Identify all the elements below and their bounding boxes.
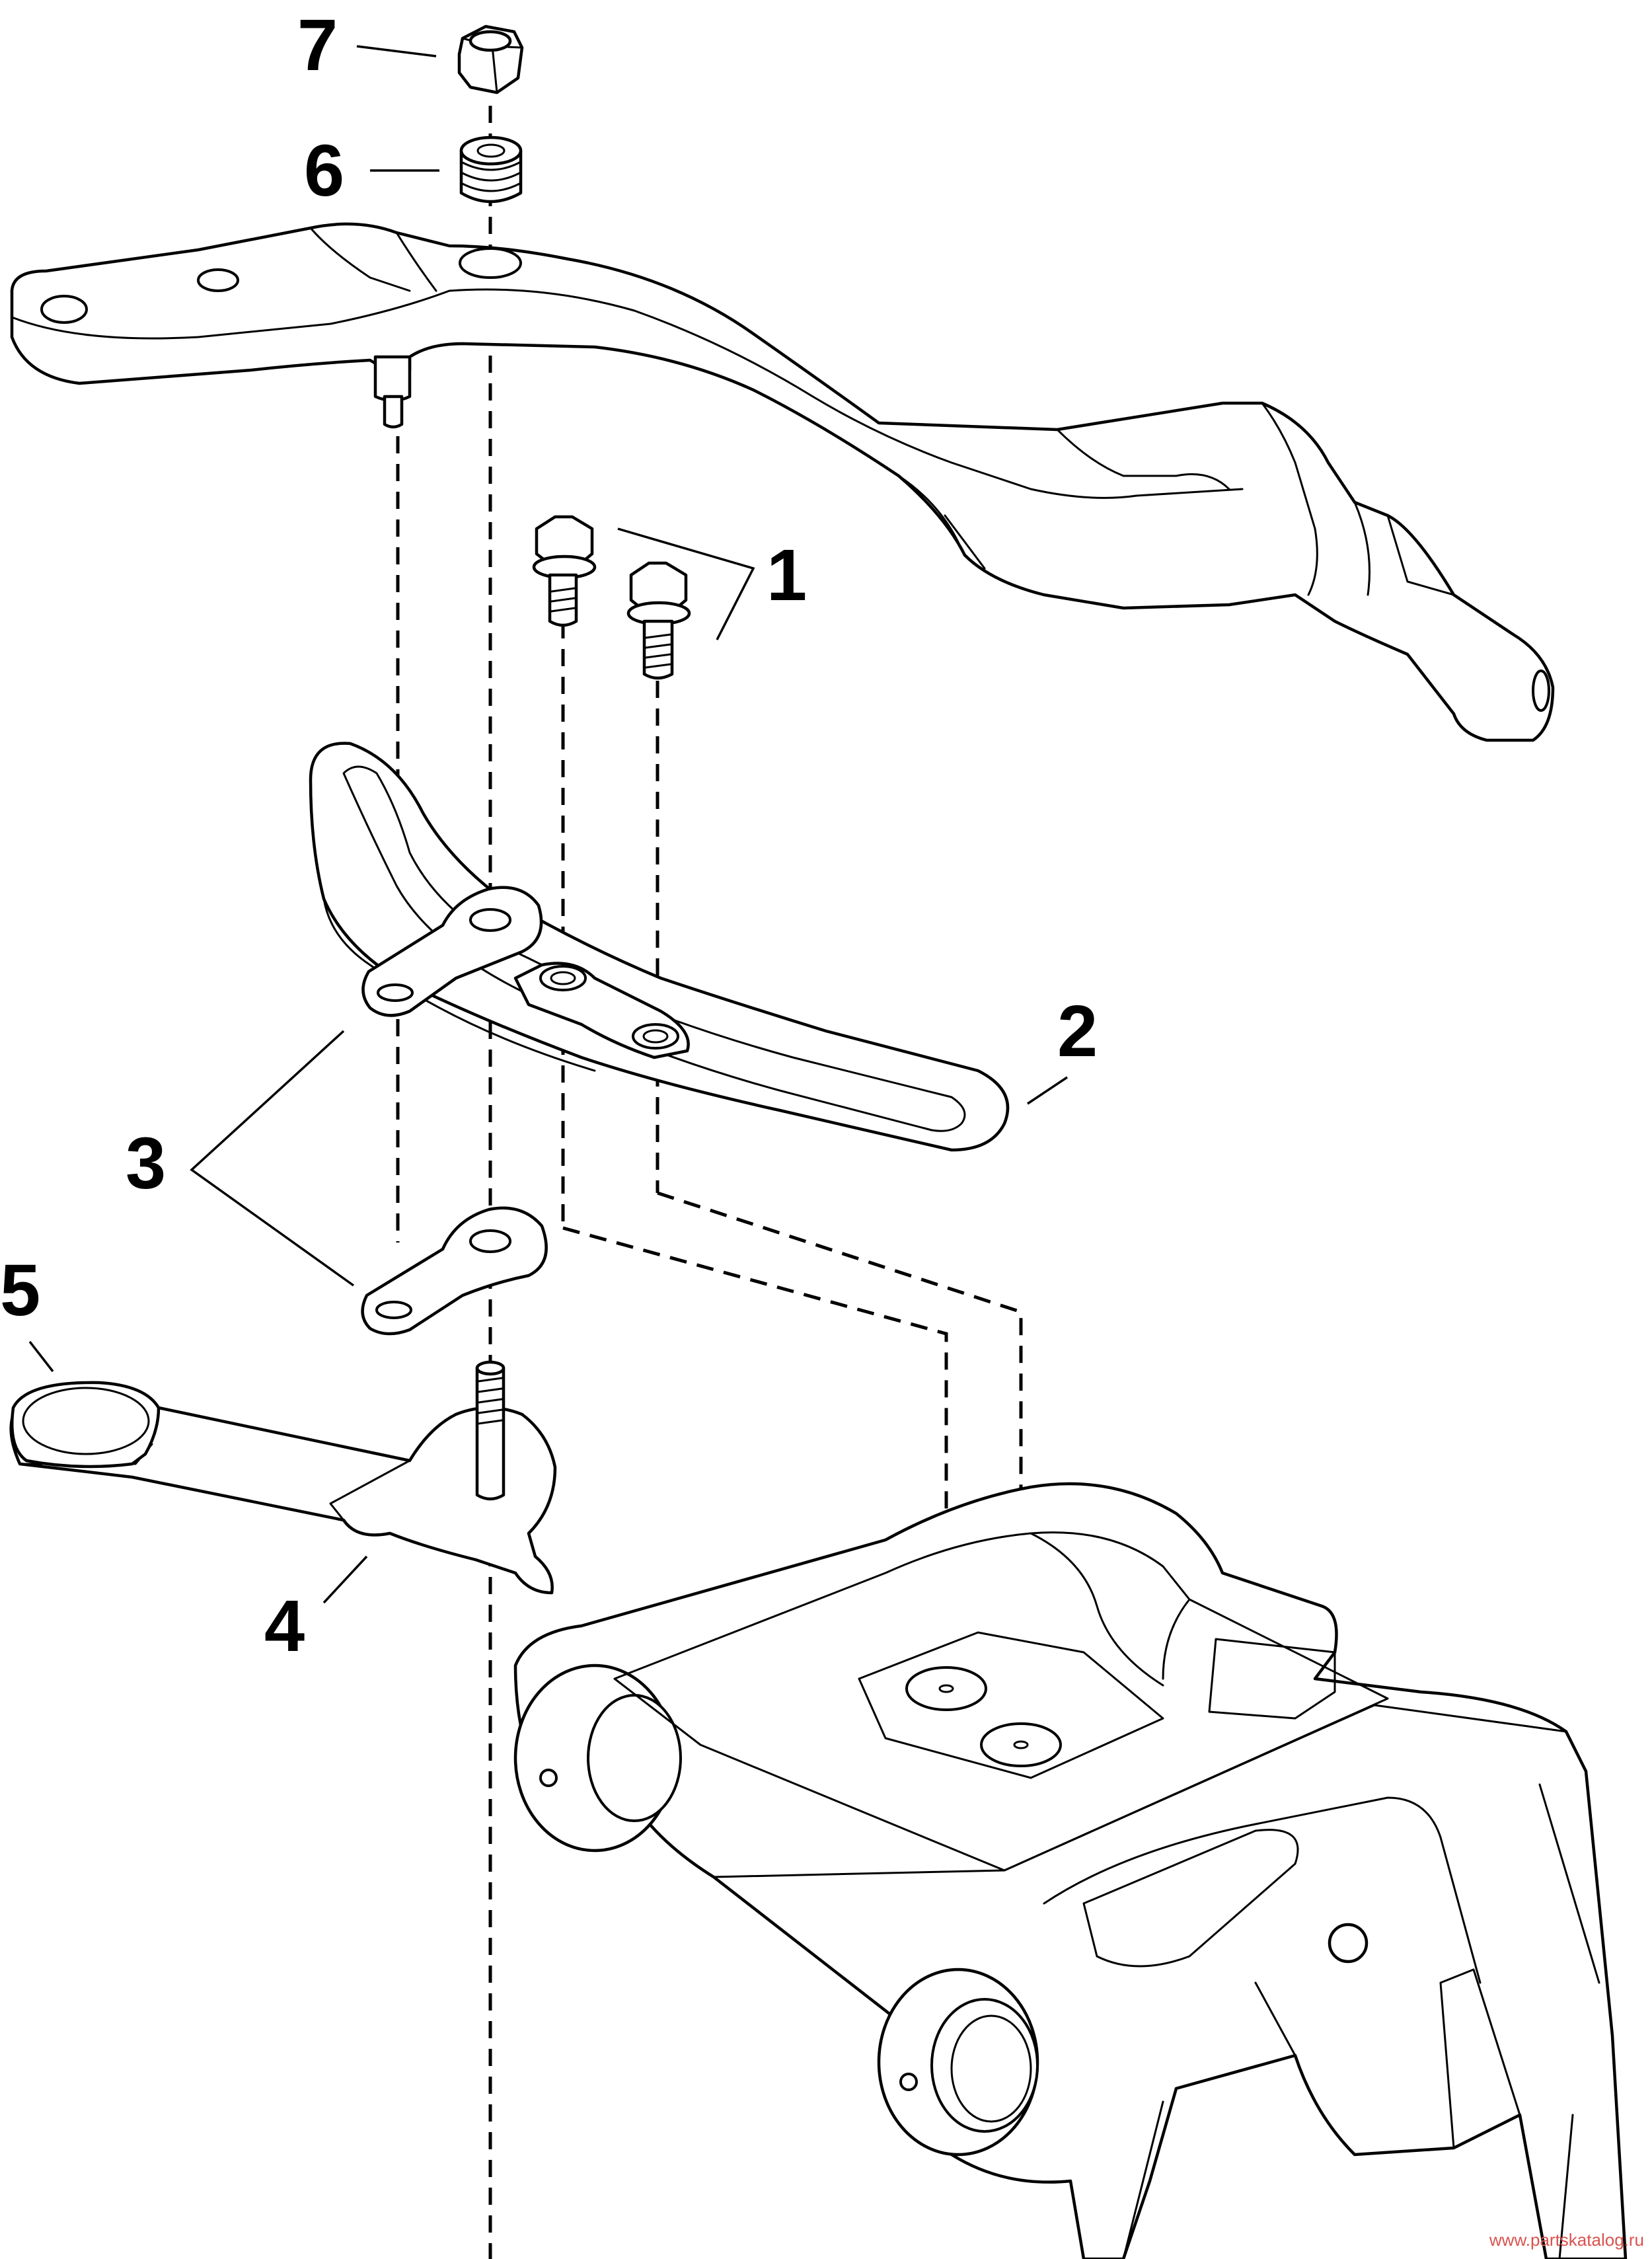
part-3-plate-upper[interactable]: [361, 886, 543, 1017]
leader-5: [28, 1340, 54, 1373]
callout-6: 6: [304, 130, 344, 211]
callout-7: 7: [297, 5, 338, 86]
callout-4: 4: [264, 1586, 305, 1667]
callout-leaders: [28, 45, 1068, 1604]
part-7-nut[interactable]: [457, 24, 524, 95]
part-3-plate-lower[interactable]: [361, 1206, 548, 1336]
callout-3: 3: [126, 1123, 166, 1204]
leader-4: [322, 1555, 368, 1604]
leader-7: [356, 45, 437, 57]
part-1-bolt-right[interactable]: [626, 561, 691, 680]
watermark-text: www.partskatalog.ru: [1489, 2230, 1644, 2250]
part-1-bolt-left[interactable]: [532, 515, 597, 627]
tiller-handle-arm: [10, 222, 1555, 742]
callout-5: 5: [0, 1250, 40, 1331]
part-5-lever-grip[interactable]: [10, 1381, 161, 1469]
leader-1: [617, 527, 755, 640]
threaded-stud: [475, 1360, 506, 1501]
leader-2: [1027, 1076, 1068, 1105]
swivel-bracket-base: [513, 1482, 1628, 2259]
part-6-threaded-bushing[interactable]: [459, 135, 523, 204]
leader-3: [190, 1030, 355, 1287]
callout-2: 2: [1057, 991, 1098, 1072]
callout-1: 1: [767, 535, 807, 616]
